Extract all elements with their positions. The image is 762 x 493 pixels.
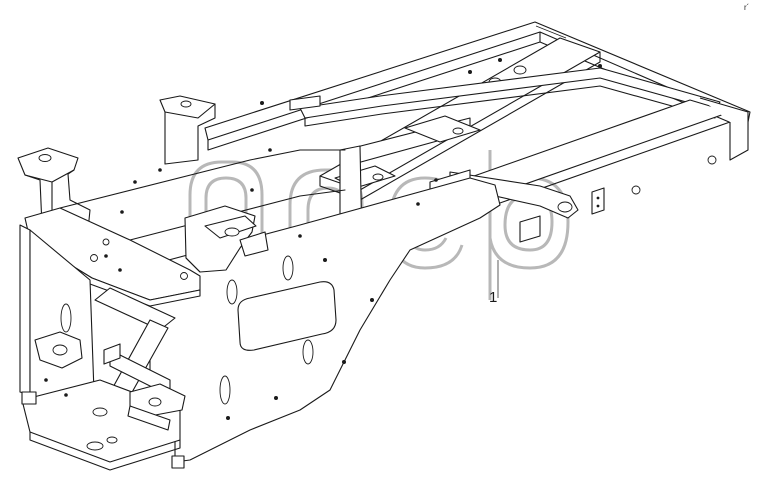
front-hitch-bracket — [34, 331, 121, 369]
fastener-marks — [44, 148, 438, 397]
rear-left-post — [159, 95, 216, 165]
lower-hitch-arms — [106, 383, 186, 444]
center-pivot-bracket — [184, 205, 269, 273]
corner-mark: r´ — [744, 3, 749, 12]
part-callout: 1 — [489, 260, 499, 306]
callout-label-1: 1 — [489, 289, 497, 306]
lower-right-rail — [439, 97, 749, 215]
